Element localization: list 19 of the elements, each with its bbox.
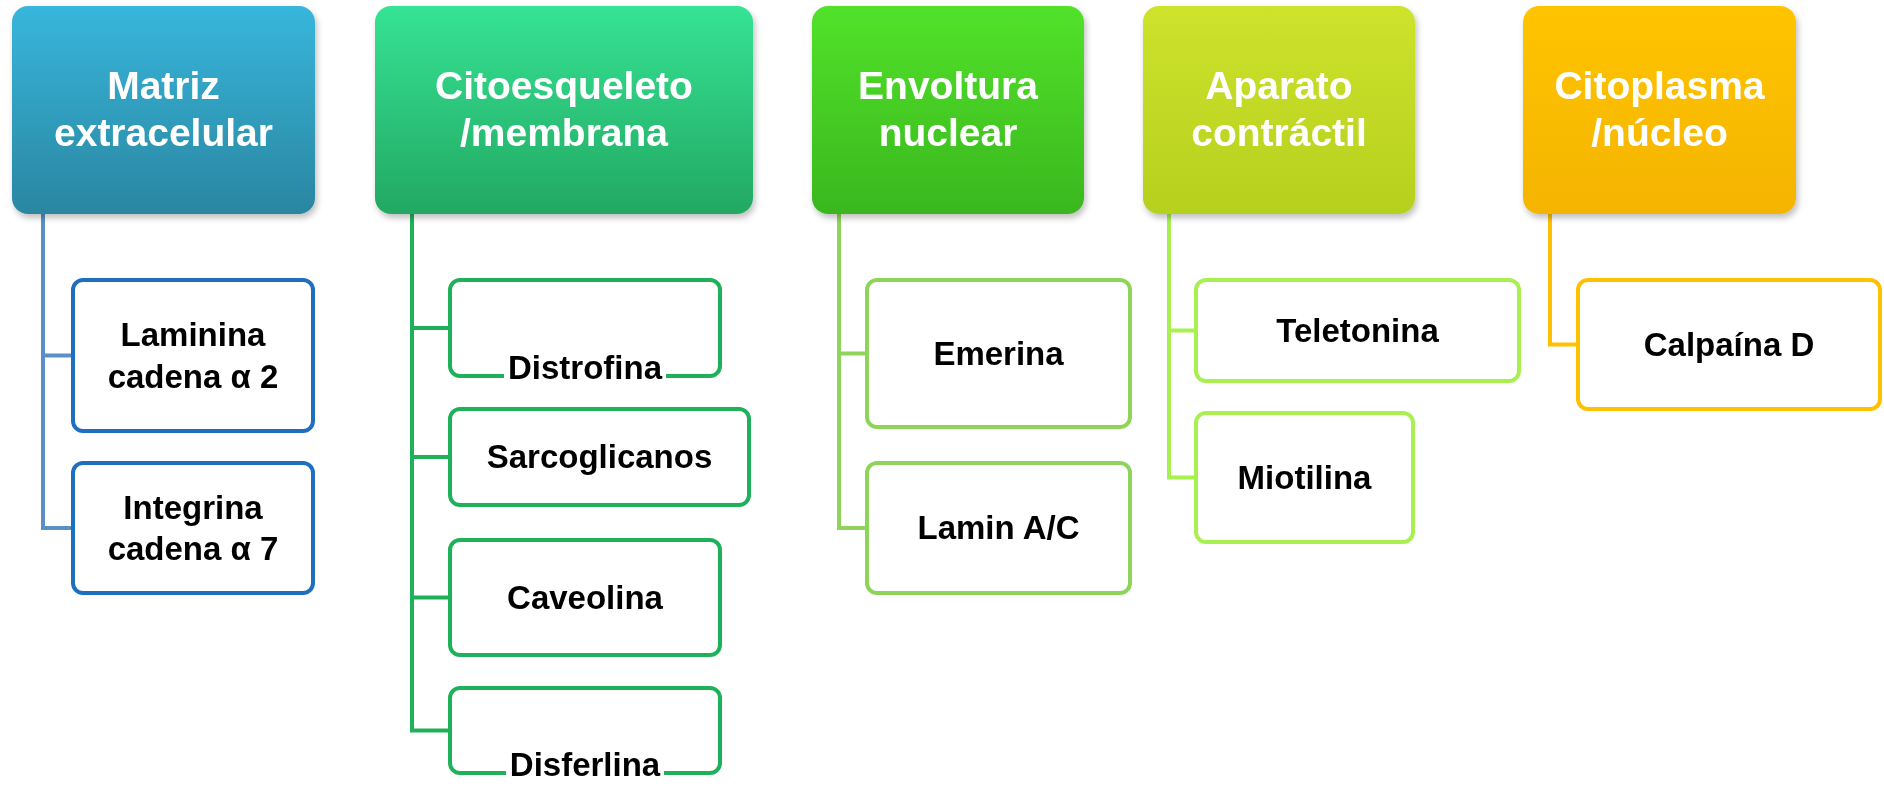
- item-box: Emerina: [865, 278, 1132, 429]
- item-box: Teletonina: [1194, 278, 1521, 383]
- category-box: Aparato contráctil: [1143, 6, 1415, 214]
- connector-line: [1167, 214, 1194, 480]
- item-box: Miotilina: [1194, 411, 1415, 544]
- item-box: Sarcoglicanos: [448, 407, 751, 507]
- category-box: Citoplasma /núcleo: [1523, 6, 1796, 214]
- item-box: Integrina cadena α 7: [71, 461, 315, 595]
- connector-line: [41, 214, 71, 530]
- item-box: Calpaína D: [1576, 278, 1882, 411]
- connector-line: [410, 214, 448, 733]
- category-box: Citoesqueleto /membrana: [375, 6, 753, 214]
- category-box: Matriz extracelular: [12, 6, 315, 214]
- connector-line: [837, 214, 865, 530]
- category-box: Envoltura nuclear: [812, 6, 1084, 214]
- item-box: Laminina cadena α 2: [71, 278, 315, 433]
- item-box: Lamin A/C: [865, 461, 1132, 595]
- item-box: Caveolina: [448, 538, 722, 657]
- connector-line: [1548, 214, 1576, 347]
